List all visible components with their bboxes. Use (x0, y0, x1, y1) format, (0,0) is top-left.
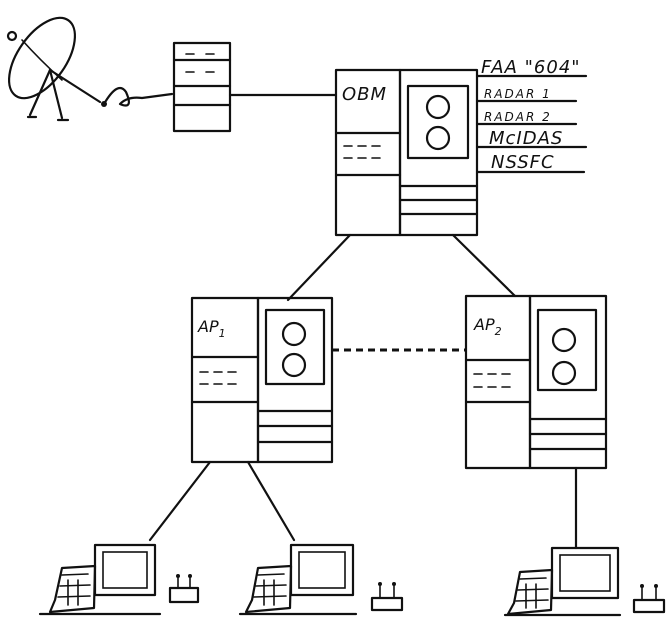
link-central-ap2 (453, 235, 515, 296)
ap2-computer: AP2 (466, 296, 530, 468)
ap1-tape-drive (258, 298, 332, 462)
external-feeds: FAA "604" RADAR 1 RADAR 2 McIDAS NSSFC (477, 57, 586, 173)
feed-label-1: FAA "604" (481, 57, 581, 78)
receiver-unit (174, 43, 230, 131)
svg-text:AP1: AP1 (197, 317, 226, 340)
ap1-computer: AP1 (192, 298, 258, 462)
link-ap1-terminal-1 (150, 462, 210, 540)
modem-icon-2 (372, 582, 402, 610)
feed-label-3: RADAR 2 (484, 110, 552, 124)
ap2-tape-drive (530, 296, 606, 468)
workstation-1 (40, 545, 160, 614)
dish-cable (104, 88, 172, 106)
modem-icon-3 (634, 584, 664, 612)
workstation-2 (240, 545, 356, 614)
central-computer: OBM (336, 70, 400, 235)
modem-icon-1 (170, 574, 198, 602)
feed-label-4: McIDAS (489, 128, 563, 149)
ap2-label: AP (473, 315, 495, 334)
ap1-label: AP (197, 317, 219, 336)
feed-label-2: RADAR 1 (484, 87, 552, 101)
feed-label-5: NSSFC (491, 152, 555, 173)
ap1-subscript: 1 (219, 327, 226, 340)
link-central-ap1 (288, 235, 350, 300)
central-tape-drive (400, 70, 477, 235)
ap2-subscript: 2 (495, 325, 502, 338)
workstation-3 (505, 548, 620, 615)
link-ap1-terminal-2 (248, 462, 294, 540)
central-label: OBM (342, 84, 387, 105)
svg-text:AP2: AP2 (473, 315, 502, 338)
satellite-dish-icon (0, 7, 107, 120)
